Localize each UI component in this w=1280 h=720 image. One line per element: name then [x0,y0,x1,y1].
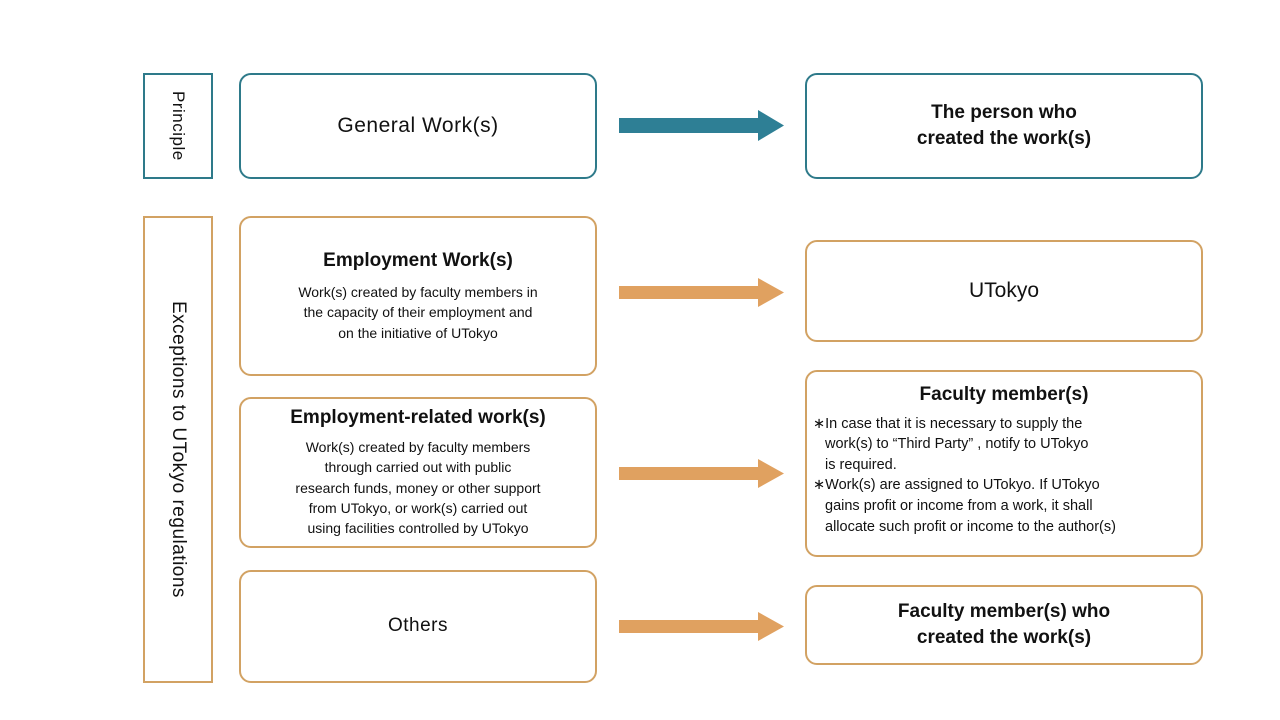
box-employment-related-works: Employment-related work(s) Work(s) creat… [239,397,597,548]
box-faculty-members-title: Faculty member(s) [919,384,1089,405]
box-others: Others [239,570,597,683]
box-employment-works: Employment Work(s) Work(s) created by fa… [239,216,597,376]
note-1-line-1: ∗In case that it is necessary to supply … [813,414,1193,435]
box-employment-related-works-body-line-2: through carried out with public [324,459,512,476]
box-employment-works-body-line-2: the capacity of their employment and [303,304,533,321]
box-employment-related-works-body-line-5: using facilities controlled by UTokyo [307,520,529,537]
box-faculty-members-who-created-line-2: created the work(s) [916,627,1092,648]
box-the-person-who-created-line-1: The person who [931,102,1077,124]
note-1-text-1: In case that it is necessary to supply t… [825,415,1083,432]
section-label-principle-text: Principle [169,91,188,161]
box-faculty-members-who-created: Faculty member(s) who created the work(s… [805,585,1203,665]
box-general-works-title: General Work(s) [337,114,499,138]
box-employment-related-works-body-line-4: from UTokyo, or work(s) carried out [308,500,528,517]
section-label-exceptions: Exceptions to UTokyo regulations [143,216,213,683]
box-general-works: General Work(s) [239,73,597,179]
box-employment-related-works-title: Employment-related work(s) [290,407,546,429]
box-utokyo-title: UTokyo [968,278,1040,302]
note-2-line-3: allocate such profit or income to the au… [825,518,1116,535]
box-the-person-who-created: The person who created the work(s) [805,73,1203,179]
note-2-line-1: ∗Work(s) are assigned to UTokyo. If UTok… [813,475,1193,496]
box-utokyo: UTokyo [805,240,1203,342]
box-employment-works-body-line-3: on the initiative of UTokyo [338,324,498,341]
box-faculty-members-who-created-line-1: Faculty member(s) who [897,601,1111,623]
note-2-text-1: Work(s) are assigned to UTokyo. If UToky… [825,477,1100,494]
note-1-line-3: is required. [825,456,897,473]
note-1-marker: ∗ [813,415,826,432]
arrow-right-orange-3 [619,612,784,641]
note-2-line-2: gains profit or income from a work, it s… [825,497,1093,514]
note-1-line-2: work(s) to “Third Party” , notify to UTo… [825,436,1089,453]
box-faculty-members-notes: ∗In case that it is necessary to supply … [807,414,1201,537]
box-employment-works-body-line-1: Work(s) created by faculty members in [298,283,538,300]
box-employment-related-works-body-line-3: research funds, money or other support [295,479,541,496]
arrow-right-orange-1 [619,278,784,307]
arrow-right-teal-1 [619,110,784,141]
box-employment-related-works-body-line-1: Work(s) created by faculty members [305,439,531,456]
note-2-marker: ∗ [813,477,826,494]
box-employment-works-title: Employment Work(s) [323,250,513,272]
section-label-exceptions-text: Exceptions to UTokyo regulations [168,301,189,598]
section-label-principle: Principle [143,73,213,179]
box-others-title: Others [387,615,449,637]
box-faculty-members: Faculty member(s) ∗In case that it is ne… [805,370,1203,557]
box-the-person-who-created-line-2: created the work(s) [916,128,1092,149]
arrow-right-orange-2 [619,459,784,488]
